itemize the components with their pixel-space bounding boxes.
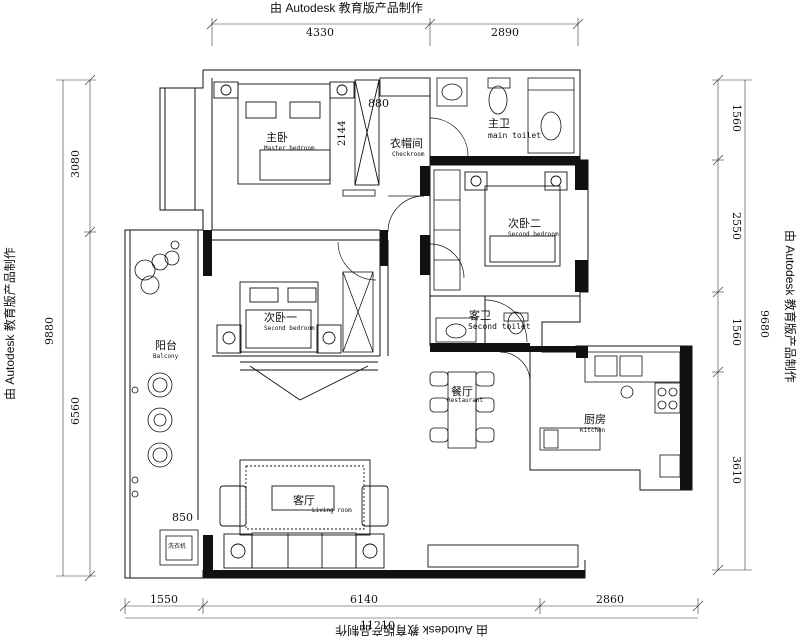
room-bedroom-one: 次卧一 xyxy=(264,311,297,324)
dim-bottom-total: 11210 xyxy=(360,619,395,632)
bathroom-fixtures xyxy=(435,77,575,343)
room-bedroom-two: 次卧二 xyxy=(508,217,541,230)
dim-right-4: 3610 xyxy=(730,456,743,484)
kitchen-fixtures xyxy=(539,351,681,478)
dim-inner-880: 880 xyxy=(368,97,389,110)
walls xyxy=(203,156,692,578)
dim-inner-2144: 2144 xyxy=(337,120,348,146)
dimension-lines xyxy=(56,18,752,619)
dim-right-1: 1560 xyxy=(730,104,743,132)
dim-left-1: 3080 xyxy=(69,150,82,178)
room-cloakroom-en: Checkroom xyxy=(392,151,425,158)
dim-right-total: 9680 xyxy=(758,310,771,338)
bedroom-two-furniture xyxy=(464,171,568,267)
dim-top-1: 4330 xyxy=(306,26,334,39)
living-room-furniture xyxy=(219,361,579,569)
room-master-bedroom: 主卧 xyxy=(266,131,288,144)
dining-table xyxy=(429,371,495,449)
dim-left-2: 6560 xyxy=(69,397,82,425)
dim-right-2: 2550 xyxy=(730,212,743,240)
room-guest-toilet-en: Second toilet xyxy=(468,322,531,331)
watermark-left: 由 Autodesk 教育版产品制作 xyxy=(3,247,17,400)
dim-left-total: 9880 xyxy=(43,317,56,345)
dim-bottom-2: 6140 xyxy=(350,593,378,606)
room-living-en: Living room xyxy=(312,507,352,514)
washer-cabinet xyxy=(159,529,199,566)
dim-top-2: 2890 xyxy=(491,26,519,39)
room-main-toilet: 主卫 xyxy=(488,117,510,130)
balcony-furniture xyxy=(131,240,180,498)
dim-right-3: 1560 xyxy=(730,318,743,346)
room-guest-toilet: 客卫 xyxy=(469,309,491,322)
washer-label: 洗衣机 xyxy=(168,543,187,550)
watermark-bottom: 由 Autodesk 教育版产品制作 xyxy=(335,623,488,637)
room-main-toilet-en: main toilet xyxy=(488,131,541,140)
room-master-bedroom-en: Master bedroom xyxy=(264,145,315,152)
watermark-right: 由 Autodesk 教育版产品制作 xyxy=(783,230,797,383)
wardrobes xyxy=(342,169,461,353)
master-bedroom-furniture xyxy=(213,77,431,186)
room-dining-en: Restaurant xyxy=(447,397,484,404)
dim-inner-850: 850 xyxy=(172,511,193,524)
room-dining: 餐厅 xyxy=(451,385,473,398)
room-bedroom-one-en: Second bedroom xyxy=(264,325,315,332)
room-living: 客厅 xyxy=(293,494,315,507)
door-swings xyxy=(337,117,531,383)
room-balcony-en: Balcony xyxy=(153,353,179,360)
bedroom-one-furniture xyxy=(216,281,342,354)
room-balcony: 阳台 xyxy=(155,339,177,352)
watermark-top: 由 Autodesk 教育版产品制作 xyxy=(270,1,423,15)
room-kitchen: 厨房 xyxy=(584,413,606,426)
room-bedroom-two-en: Second bedroom xyxy=(508,231,559,238)
dim-bottom-3: 2860 xyxy=(596,593,624,606)
dim-bottom-1: 1550 xyxy=(150,593,178,606)
room-kitchen-en: Kitchen xyxy=(580,427,606,434)
room-cloakroom: 衣帽间 xyxy=(390,137,423,150)
